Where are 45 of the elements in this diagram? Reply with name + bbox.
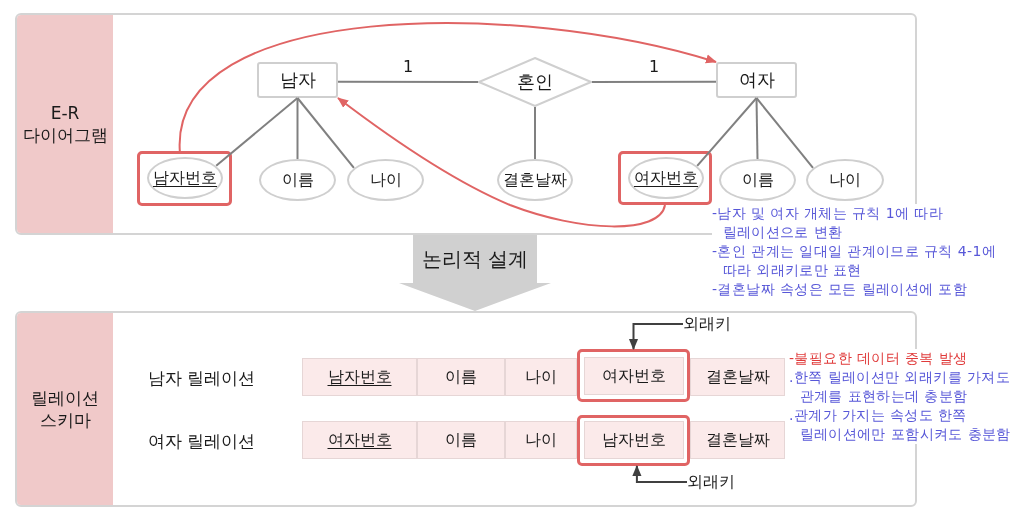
connector-line [591,80,717,83]
leader-arrow [628,323,684,350]
highlight-box [137,151,232,206]
attribute-ellipse: 나이 [347,159,424,201]
attribute-ellipse: 여자번호 [628,157,704,199]
section-label: 릴레이션 스키마 [17,313,113,505]
attribute-cell: 이름 [417,358,505,396]
relation-name: 남자 릴레이션 [148,367,257,390]
leader-arrow [632,465,688,483]
callout-label: 외래키 [683,313,743,335]
block-arrow [399,235,551,311]
curved-arrow [337,97,666,228]
connector-line [296,97,299,160]
entity-box: 여자 [716,62,797,98]
attribute-cell: 나이 [505,358,577,396]
attribute-cell: 이름 [417,421,505,459]
attribute-cell: 결혼날짜 [690,358,785,396]
highlight-box [577,415,690,466]
connector-line [755,97,759,160]
connector-line [696,97,758,167]
connector-line [534,106,536,160]
entity-box: 남자 [257,62,338,98]
connector-line [215,97,299,167]
attribute-cell: 남자번호 [584,421,684,459]
attribute-ellipse: 나이 [806,159,884,201]
edge-label: 논리적 설계 [421,247,529,271]
connector-line [337,80,479,83]
curved-arrow [178,22,717,152]
attribute-cell: 남자번호 [302,358,417,396]
section-label: E-R 다이어그램 [17,15,113,233]
relationship-diamond: 혼인 [478,57,592,107]
attribute-cell: 여자번호 [584,357,684,395]
attribute-cell: 여자번호 [302,421,417,459]
callout-label: 외래키 [687,471,747,493]
connector-line [296,97,355,169]
attribute-ellipse: 이름 [719,159,796,201]
attribute-ellipse: 남자번호 [147,157,223,199]
attribute-cell: 나이 [505,421,577,459]
attribute-ellipse: 결혼날짜 [497,159,573,201]
attribute-ellipse: 이름 [259,159,336,201]
attribute-cell: 결혼날짜 [690,421,785,459]
highlight-box [618,151,712,205]
relation-name: 여자 릴레이션 [148,430,257,453]
connector-line [755,97,814,169]
highlight-box [577,349,690,402]
